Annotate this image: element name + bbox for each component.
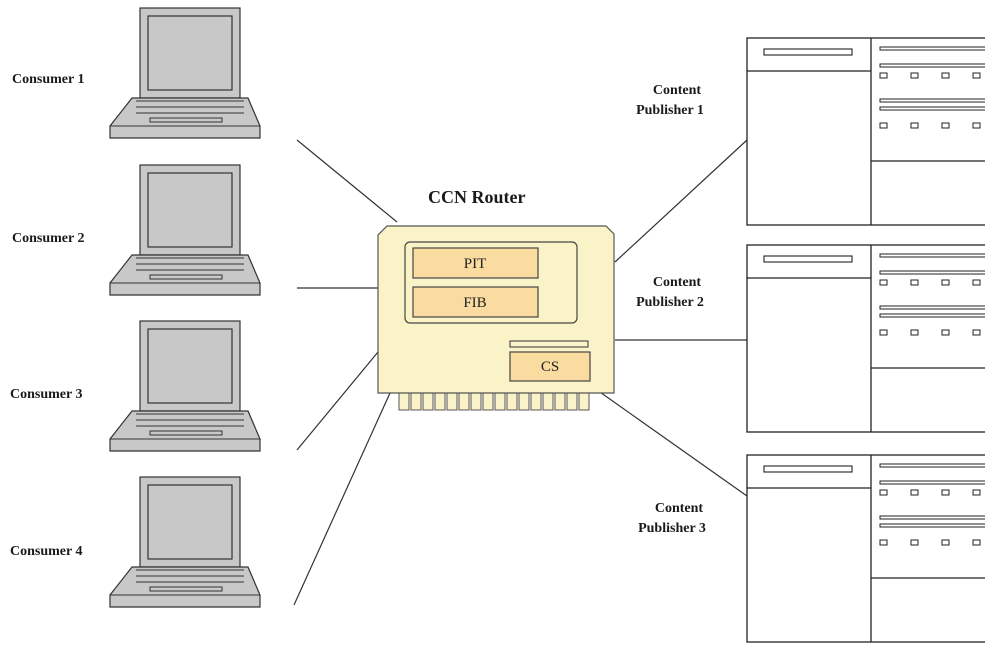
connections <box>293 139 748 606</box>
pit-box <box>412 247 539 279</box>
publisher-servers <box>746 37 985 643</box>
cs-slot <box>509 340 589 348</box>
consumer-labels: Consumer 1 Consumer 2 Consumer 3 Consume… <box>10 72 84 559</box>
consumer-laptops <box>109 7 261 608</box>
fib-box <box>412 286 539 318</box>
link-publisher-3 <box>596 389 748 497</box>
server-icon-2 <box>746 244 985 433</box>
ccn-router: CCN Router PIT FIB CS <box>377 187 615 411</box>
link-consumer-1 <box>296 139 398 223</box>
link-consumer-4 <box>293 392 391 606</box>
server-icon-1 <box>746 37 985 226</box>
publisher-2-label-line2: Publisher 2 <box>636 295 704 310</box>
router-title: CCN Router <box>428 187 525 207</box>
link-publisher-1 <box>614 139 748 263</box>
consumer-1-label: Consumer 1 <box>12 72 84 87</box>
consumer-2-label: Consumer 2 <box>12 231 84 246</box>
publisher-1-label-line1: Content <box>653 83 702 98</box>
router-connector-pins <box>398 392 590 411</box>
cs-box <box>509 351 591 382</box>
laptop-icon-1 <box>109 7 261 139</box>
cs-label: CS <box>541 359 559 375</box>
publisher-3-label-line2: Publisher 3 <box>638 521 706 536</box>
pit-label: PIT <box>464 256 487 272</box>
publisher-1-label-line2: Publisher 1 <box>636 103 704 118</box>
publisher-2-label-line1: Content <box>653 275 702 290</box>
fib-label: FIB <box>463 295 486 311</box>
publisher-3-label-line1: Content <box>655 501 704 516</box>
laptop-icon-2 <box>109 164 261 296</box>
link-consumer-3 <box>296 351 379 451</box>
server-icon-3 <box>746 454 985 643</box>
laptop-icon-4 <box>109 476 261 608</box>
consumer-3-label: Consumer 3 <box>10 387 82 402</box>
consumer-4-label: Consumer 4 <box>10 544 82 559</box>
publisher-labels: Content Publisher 1 Content Publisher 2 … <box>636 83 706 536</box>
laptop-icon-3 <box>109 320 261 452</box>
